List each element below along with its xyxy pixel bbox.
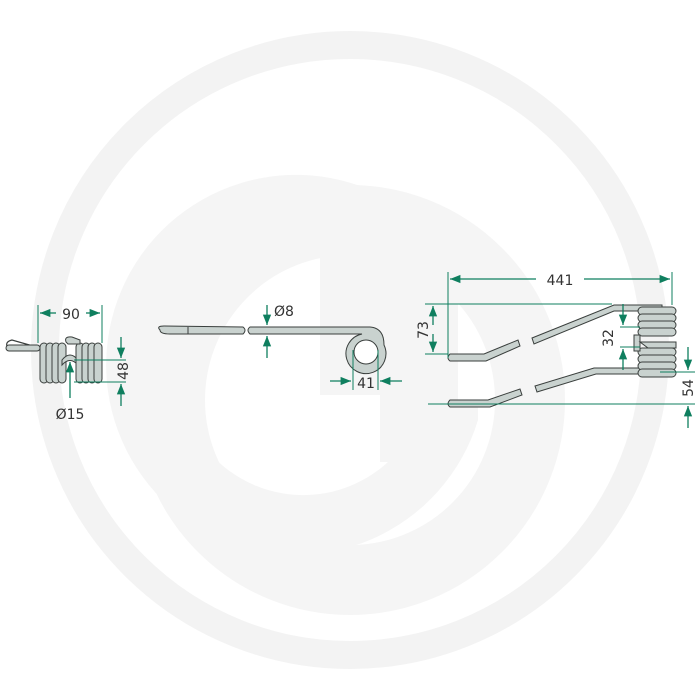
side-wire-diameter-label: Ø8: [274, 304, 294, 320]
top-offset-label: 73: [416, 321, 432, 339]
top-view: 441 73 32 54: [416, 272, 697, 428]
front-view: 90 48 Ø15: [5, 305, 132, 423]
front-width-label: 90: [62, 307, 80, 323]
side-view: Ø8 41: [158, 304, 402, 392]
top-lower-label: 54: [681, 379, 697, 397]
front-diameter-label: Ø15: [56, 407, 85, 423]
front-height-label: 48: [116, 362, 132, 380]
g-logo-icon: [31, 31, 669, 669]
top-length-label: 441: [547, 273, 574, 289]
side-coil-label: 41: [357, 376, 375, 392]
top-gap-label: 32: [601, 329, 617, 347]
